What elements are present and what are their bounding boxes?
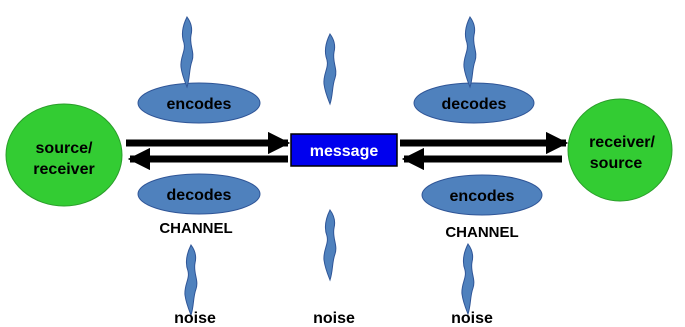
oval-right-bottom: encodes [421, 174, 543, 216]
oval-right-bottom-label: encodes [450, 188, 515, 205]
noise-squiggle-bottom-right [461, 243, 475, 315]
noise-squiggle-bottom-left [184, 244, 198, 316]
noise-squiggle-top-left [180, 16, 194, 88]
left-node-label-2: receiver [33, 161, 94, 178]
noise-squiggle-top-center [323, 33, 337, 105]
oval-right-top-label: decodes [442, 96, 507, 113]
message-label: message [310, 143, 379, 160]
noise-label-left: noise [174, 310, 216, 327]
right-node-label-1: receiver/ [589, 134, 655, 151]
oval-left-top-label: encodes [167, 96, 232, 113]
left-node-label-1: source/ [36, 140, 93, 157]
left-node: source/ receiver [5, 103, 123, 207]
noise-label-center: noise [313, 310, 355, 327]
right-node: receiver/ source [567, 98, 673, 202]
message-box: message [290, 133, 398, 167]
right-node-label-2: source [590, 155, 643, 172]
noise-squiggle-top-right [463, 16, 477, 88]
oval-left-top: encodes [137, 82, 261, 124]
channel-left-label: CHANNEL [159, 220, 232, 237]
oval-right-top: decodes [413, 82, 535, 124]
noise-label-right: noise [451, 310, 493, 327]
channel-right-label: CHANNEL [445, 224, 518, 241]
oval-left-bottom-label: decodes [167, 187, 232, 204]
noise-squiggle-bottom-center [323, 209, 337, 281]
oval-left-bottom: decodes [137, 173, 261, 215]
